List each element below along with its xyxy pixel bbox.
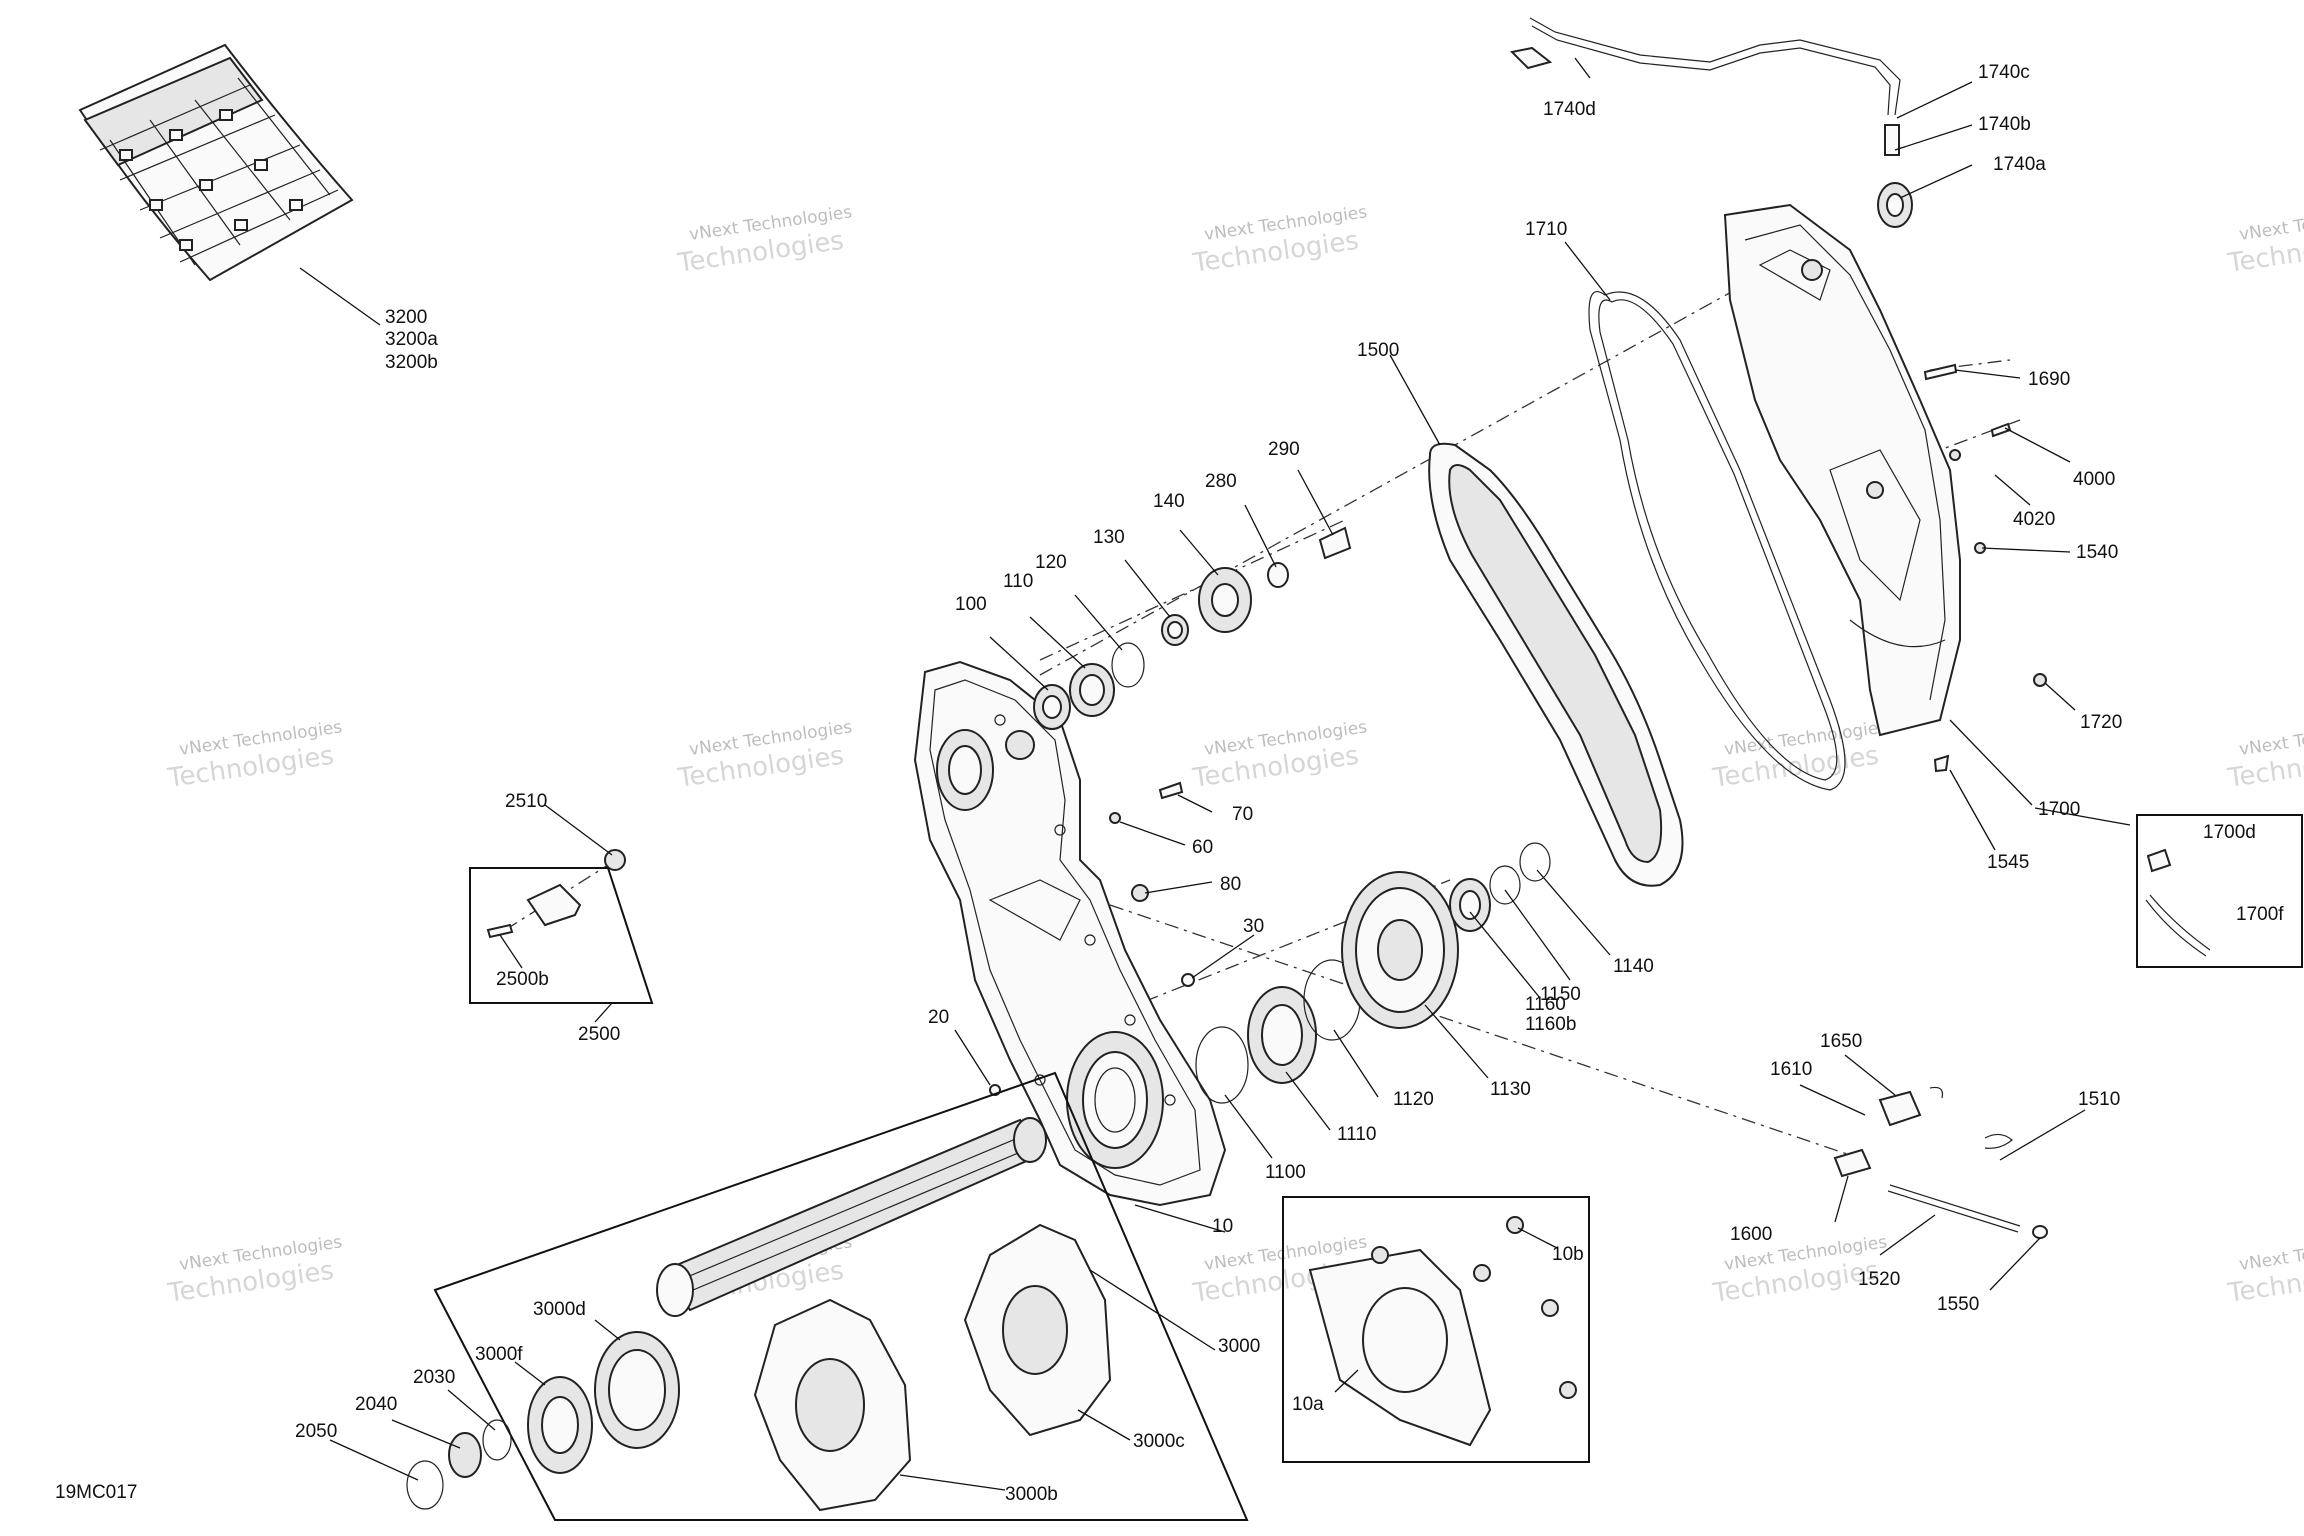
callout-3200b: 3200b <box>385 352 438 373</box>
callout-1130: 1130 <box>1490 1079 1531 1100</box>
callout-1500: 1500 <box>1357 340 1399 361</box>
callout-80: 80 <box>1220 874 1241 895</box>
callout-1600: 1600 <box>1730 1224 1772 1245</box>
callout-2050: 2050 <box>295 1421 337 1442</box>
box-10 <box>1282 1196 1590 1463</box>
callout-1140: 1140 <box>1613 956 1654 977</box>
callout-140: 140 <box>1153 491 1185 512</box>
callout-30: 30 <box>1243 916 1264 937</box>
chaincase-cover <box>1723 203 1961 737</box>
axis-shaft <box>1109 904 1851 1156</box>
small-hardware <box>604 363 2047 1096</box>
callout-1510: 1510 <box>2078 1089 2120 1110</box>
belt-1500 <box>1428 442 1684 887</box>
callout-1150: 1150 <box>1540 984 1581 1005</box>
track-3200 <box>78 43 354 282</box>
box-1700 <box>2136 814 2303 968</box>
axis-drive <box>1039 519 1346 661</box>
upper-shaft-parts <box>1033 526 1352 730</box>
axis-upper <box>1039 264 1781 676</box>
callout-100: 100 <box>955 594 987 615</box>
callout-4020: 4020 <box>2013 509 2055 530</box>
callout-110: 110 <box>1003 571 1033 592</box>
leader-lines <box>299 57 2131 1491</box>
callout-10: 10 <box>1212 1216 1233 1237</box>
callout-1700f: 1700f <box>2236 904 2284 925</box>
callout-1720: 1720 <box>2080 712 2122 733</box>
callout-1710: 1710 <box>1525 219 1567 240</box>
lower-gear-stack <box>1195 842 1551 1104</box>
box-2500 <box>469 867 654 1004</box>
callout-2510: 2510 <box>505 791 547 812</box>
circlips <box>406 1419 512 1510</box>
callout-3000d: 3000d <box>533 1299 586 1320</box>
callout-1120: 1120 <box>1393 1089 1434 1110</box>
callout-3000: 3000 <box>1218 1336 1260 1357</box>
chain-1710 <box>1588 290 1846 791</box>
callout-1740a: 1740a <box>1993 154 2046 175</box>
callout-130: 130 <box>1093 527 1125 548</box>
diagram-code: 19MC017 <box>55 1482 137 1503</box>
callout-1550: 1550 <box>1937 1294 1979 1315</box>
lower-bearing-seat <box>1066 1031 1164 1169</box>
callout-1740d: 1740d <box>1543 99 1596 120</box>
callout-1700d: 1700d <box>2203 822 2256 843</box>
callout-3000f: 3000f <box>475 1344 523 1365</box>
callout-4000: 4000 <box>2073 469 2115 490</box>
callout-1100: 1100 <box>1265 1162 1306 1183</box>
callout-1160: 1160 <box>1525 994 1566 1015</box>
callout-1700: 1700 <box>2038 799 2080 820</box>
callout-1650: 1650 <box>1820 1031 1862 1052</box>
callout-1110: 1110 <box>1337 1124 1376 1145</box>
callout-1740b: 1740b <box>1978 114 2031 135</box>
callout-280: 280 <box>1205 471 1237 492</box>
callout-1690: 1690 <box>2028 369 2070 390</box>
callout-10b: 10b <box>1552 1244 1584 1265</box>
tensioner-parts <box>1833 1086 2048 1239</box>
callout-1545: 1545 <box>1987 852 2029 873</box>
box-3000 <box>433 1071 1249 1521</box>
callout-20: 20 <box>928 1007 949 1028</box>
callout-60: 60 <box>1192 837 1213 858</box>
callout-2500: 2500 <box>578 1024 620 1045</box>
callout-10a: 10a <box>1292 1394 1324 1415</box>
callout-3200: 3200 <box>385 307 427 328</box>
callout-3000c: 3000c <box>1133 1431 1185 1452</box>
callout-1520: 1520 <box>1858 1269 1900 1290</box>
breather-hose-1740 <box>1509 17 1913 228</box>
callout-1160b: 1160b <box>1525 1014 1576 1035</box>
callout-120: 120 <box>1035 552 1067 573</box>
callout-1740c: 1740c <box>1978 62 2030 83</box>
callout-2030: 2030 <box>413 1367 455 1388</box>
callout-3000b: 3000b <box>1005 1484 1058 1505</box>
callout-1540: 1540 <box>2076 542 2118 563</box>
callout-290: 290 <box>1268 439 1300 460</box>
callout-3200a: 3200a <box>385 329 438 350</box>
callout-2040: 2040 <box>355 1394 397 1415</box>
callout-70: 70 <box>1232 804 1253 825</box>
callout-1610: 1610 <box>1770 1059 1812 1080</box>
callout-labels: 3200 3200a 3200b 1740d 1740c 1740b 1740a… <box>55 62 2284 1505</box>
callout-2500b: 2500b <box>496 969 549 990</box>
